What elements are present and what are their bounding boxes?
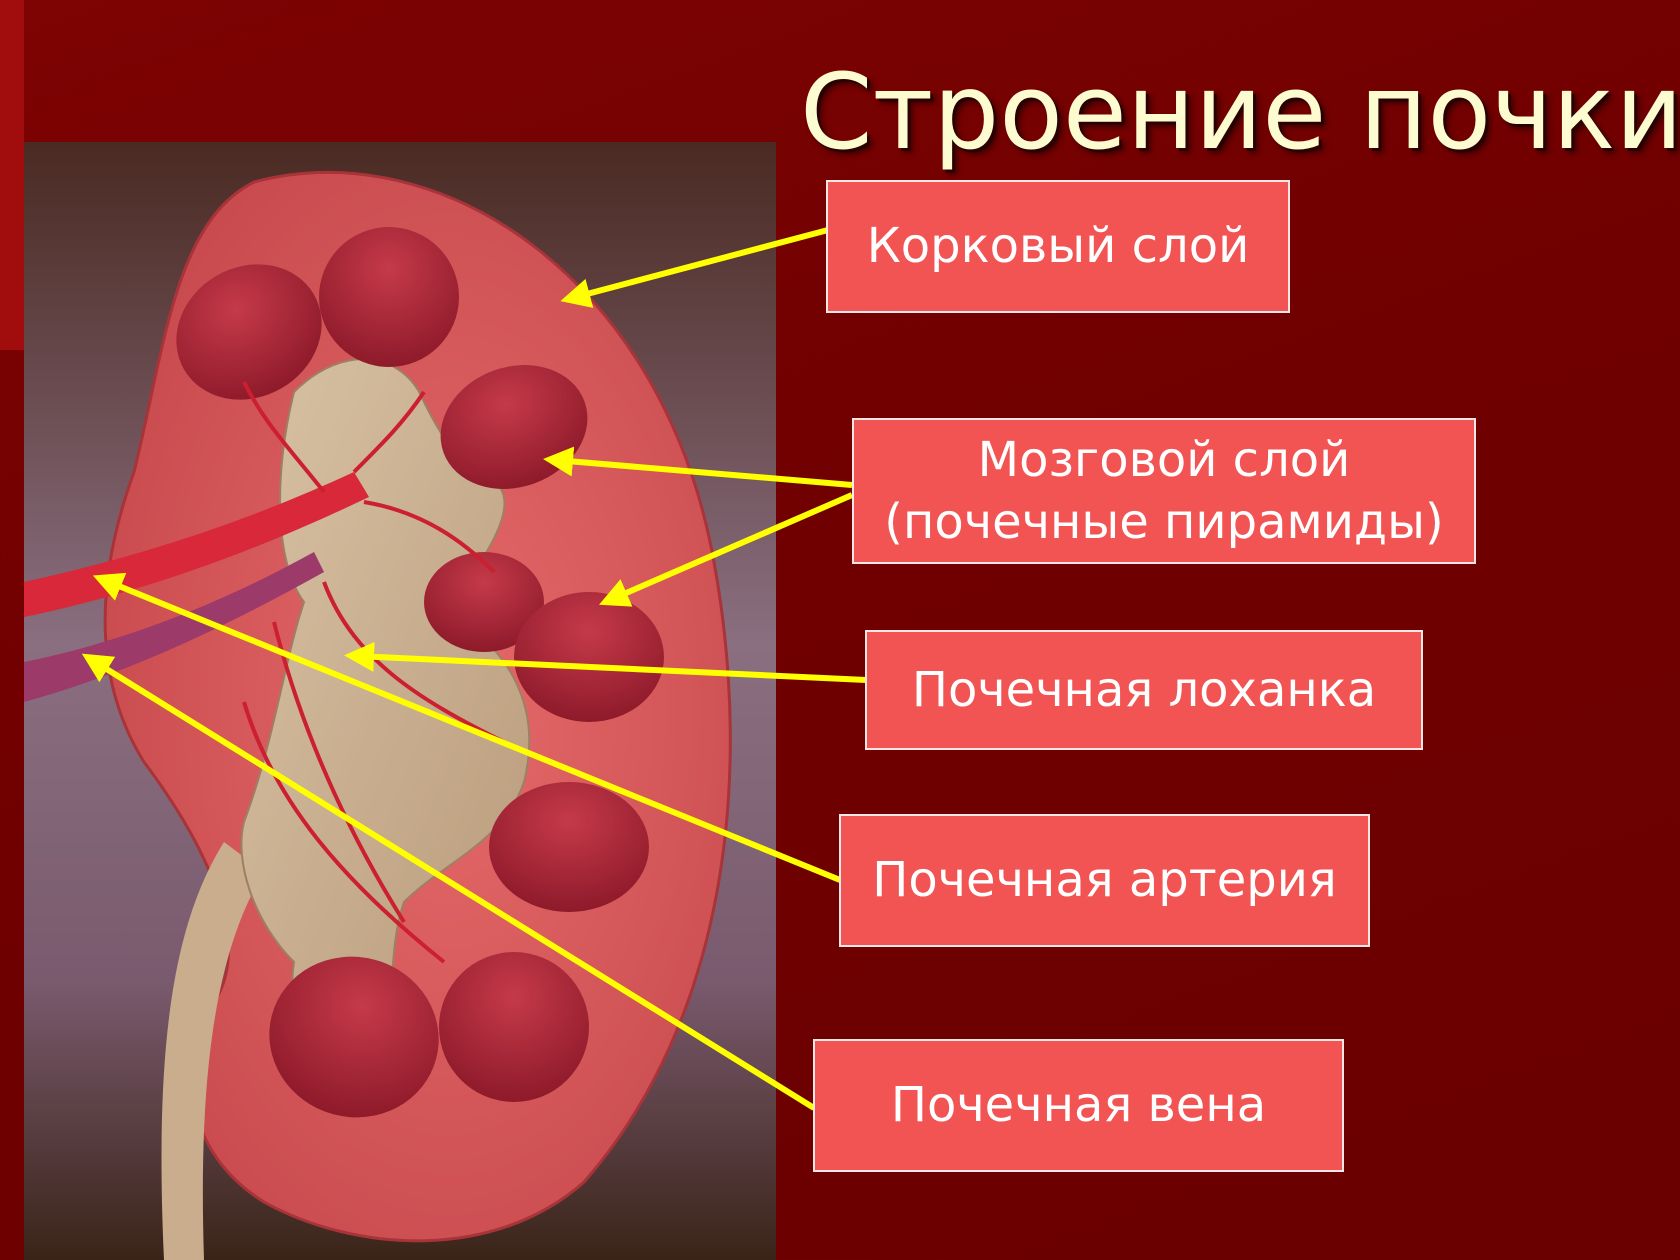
kidney-illustration <box>24 142 776 1260</box>
label-medulla-line2: (почечные пирамиды) <box>884 494 1444 550</box>
pyramid-6 <box>489 782 649 912</box>
label-artery-text: Почечная артерия <box>872 852 1337 909</box>
left-accent-stripe <box>0 0 24 350</box>
slide-title: Строение почки <box>800 51 1680 173</box>
pyramid-5 <box>514 592 664 722</box>
label-medulla: Мозговой слой (почечные пирамиды) <box>852 418 1476 564</box>
pyramid-1 <box>176 264 322 400</box>
label-pelvis: Почечная лоханка <box>865 630 1423 750</box>
label-artery: Почечная артерия <box>839 814 1370 947</box>
label-pelvis-text: Почечная лоханка <box>911 661 1377 718</box>
label-cortex: Корковый слой <box>826 180 1290 313</box>
label-medulla-line1: Мозговой слой <box>977 431 1351 488</box>
pyramid-2 <box>319 227 459 367</box>
label-vein: Почечная вена <box>813 1039 1344 1172</box>
pyramid-8 <box>439 952 589 1102</box>
label-cortex-text: Корковый слой <box>866 218 1250 275</box>
label-vein-text: Почечная вена <box>890 1077 1267 1134</box>
